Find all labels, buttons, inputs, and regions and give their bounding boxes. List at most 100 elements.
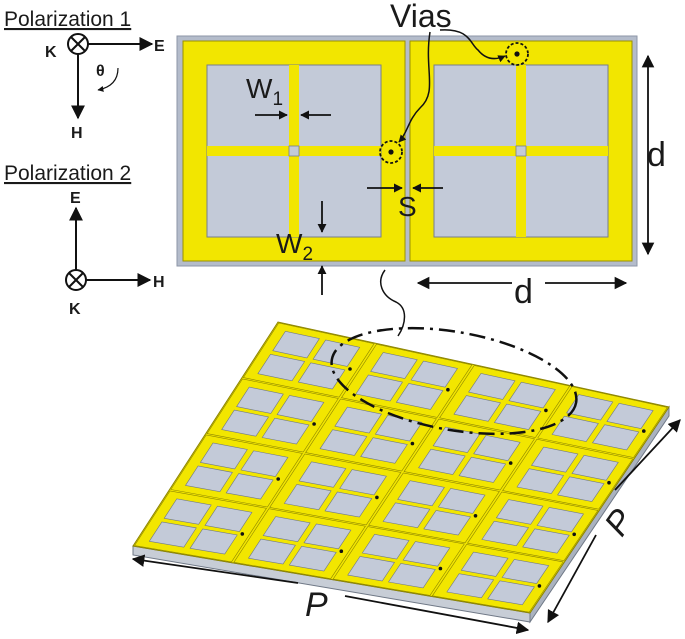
e-label-2: E: [70, 190, 81, 207]
array-cell-window: [339, 469, 387, 496]
array-cell-window: [148, 521, 197, 548]
array-cell-window: [410, 360, 458, 388]
array-cell-frame: [537, 386, 668, 458]
array-cell-window: [236, 386, 284, 414]
zoom-highlight-ellipse: [330, 326, 578, 436]
array-cell-window: [221, 409, 269, 437]
vias-pointer-right: [439, 29, 506, 63]
array-cell-window: [508, 381, 556, 409]
array-cell-window: [592, 424, 640, 451]
metasurface-array-3d: P P: [131, 321, 681, 635]
array-cell-window: [261, 417, 310, 445]
array-cell-window: [460, 551, 509, 577]
array-via-dot: [276, 477, 281, 481]
polarization-1-title: Polarization 1: [4, 8, 131, 31]
array-cell-window: [361, 533, 410, 560]
k-label-2: K: [69, 301, 81, 318]
array-cell-frame: [439, 365, 571, 438]
array-cell-window: [522, 528, 570, 554]
e-label: E: [154, 38, 165, 55]
array-cell-window: [257, 353, 306, 382]
array-via-dot: [375, 495, 379, 500]
array-cell-window: [199, 442, 248, 470]
array-cell-window: [395, 383, 444, 410]
w2-label: W2: [276, 228, 313, 265]
p-right-arrow-down: [547, 534, 597, 624]
array-via-dot: [312, 422, 316, 426]
array-cell-window: [288, 545, 337, 572]
vias-label: Vias: [390, 0, 452, 34]
unit-cell-left: [182, 40, 406, 262]
array-via-dot: [240, 532, 245, 536]
array-cell-window: [531, 446, 579, 473]
array-via-dot: [537, 584, 542, 588]
array-cell-window: [319, 429, 368, 456]
array-cell-window: [272, 330, 320, 359]
k-label: K: [45, 44, 57, 61]
array-cell-window: [334, 406, 382, 434]
array-cell-window: [387, 563, 436, 589]
array-cell-window: [324, 491, 373, 518]
array-cell-window: [493, 403, 542, 430]
p-bottom-arrow-left: [131, 554, 299, 584]
array-via-dot: [607, 480, 611, 485]
array-cell-frame: [502, 438, 634, 510]
array-via-dot: [572, 532, 576, 537]
array-cell-window: [453, 395, 501, 422]
array-cell-window: [458, 456, 507, 483]
h-label-2: H: [153, 274, 165, 291]
w1-label: W1: [246, 73, 283, 110]
array-via-dot: [438, 566, 443, 571]
array-via-dot: [348, 367, 352, 371]
array-cell-frame: [242, 322, 375, 398]
array-cell-window: [501, 559, 550, 584]
k-into-page-icon: [67, 33, 89, 55]
array-cell-frame: [466, 491, 599, 562]
h-label: H: [71, 125, 83, 142]
array-cell-window: [276, 395, 325, 422]
array-cell-window: [204, 505, 253, 532]
array-cells: [134, 322, 668, 613]
array-cell-window: [418, 448, 466, 475]
array-cell-frame: [403, 418, 535, 491]
array-via-dot: [473, 514, 478, 518]
array-via-dot: [642, 429, 646, 433]
array-cell-window: [495, 499, 544, 525]
vias-pointer-left: [398, 31, 431, 143]
array-cell-window: [473, 434, 521, 462]
array-cell-window: [347, 556, 396, 582]
array-cell-frame: [206, 378, 339, 453]
array-cell-window: [606, 402, 654, 429]
array-cell-window: [536, 507, 585, 533]
array-cell-frame: [305, 398, 437, 472]
array-cell-frame: [368, 472, 500, 544]
p-right-arrow-up: [614, 419, 681, 491]
array-via-dot: [446, 387, 450, 392]
array-cell-window: [557, 476, 605, 502]
array-cell-window: [298, 461, 347, 488]
s-label: S: [398, 191, 417, 222]
unit-cell-top-view: Vias W1 W2 S d d: [176, 0, 666, 311]
theta-label: θ: [96, 63, 105, 80]
array-cell-window: [240, 450, 289, 477]
array-cell-window: [262, 516, 311, 543]
array-cell-window: [437, 488, 486, 514]
array-cell-window: [566, 394, 614, 421]
array-cell-window: [516, 468, 565, 494]
array-cell-window: [487, 580, 535, 606]
array-cell-window: [468, 373, 516, 400]
array-via-dot: [339, 549, 344, 553]
array-cell-window: [446, 573, 495, 599]
array-cell-frame: [341, 343, 473, 418]
unit-cell-right: [409, 40, 633, 262]
via-marker-right: [505, 42, 529, 66]
via-marker-left: [379, 140, 403, 164]
p-bottom-label: P: [305, 586, 328, 624]
array-cell-window: [225, 473, 274, 500]
array-cell-frame: [269, 453, 402, 526]
array-cell-window: [312, 339, 361, 367]
array-via-dot: [544, 408, 548, 413]
p-bottom-arrow-right: [344, 595, 530, 635]
array-cell-window: [185, 465, 233, 493]
